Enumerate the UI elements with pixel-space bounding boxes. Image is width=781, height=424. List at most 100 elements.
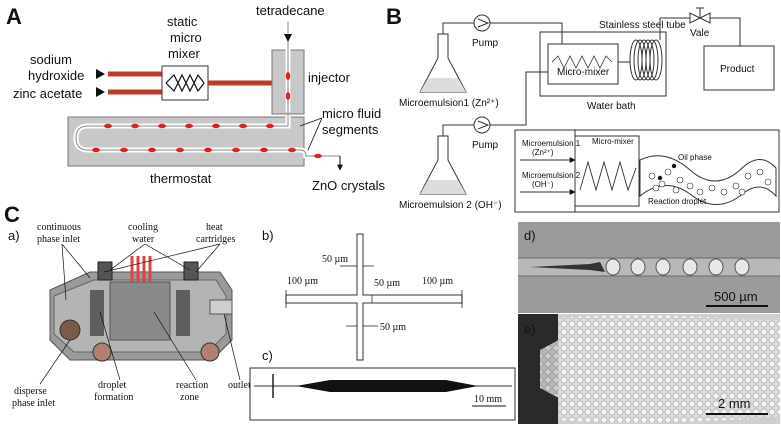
heat-label-1: heat [206, 222, 223, 233]
panel-c-letter: C [4, 202, 20, 227]
micrograph-e-funnel [540, 318, 600, 420]
reaction-channel [296, 380, 478, 392]
channel-frame [249, 367, 516, 421]
panel-cd-letter: d) [524, 228, 536, 243]
water-bath-box [539, 31, 667, 97]
naoh-arrow-icon [96, 69, 105, 79]
dim-50-top: 50 µm [322, 254, 348, 265]
segments-label-1: micro fluid [322, 106, 381, 121]
tube-outline [75, 110, 340, 157]
panel-b: B Microemulsion1 (Zn²⁺) Pump Water bath … [386, 4, 780, 213]
injector-segment [285, 92, 291, 100]
line-flask1-pump [442, 22, 474, 34]
dimension-lines [285, 265, 463, 327]
inset-droplets [648, 168, 772, 196]
segments-pointer [299, 117, 323, 127]
valve-label: Vale [690, 28, 710, 39]
panel-a-letter: A [6, 4, 22, 29]
static-mixer-box [161, 65, 209, 101]
dim-100-left: 100 µm [287, 276, 318, 287]
panel-a: A sodium hydroxide zinc acetate static [6, 3, 385, 193]
flask-1-liquid [420, 78, 466, 92]
reaction-label-1: reaction [176, 380, 208, 391]
cross-junction [285, 233, 463, 361]
reaction-droplet-marker [657, 175, 663, 181]
photo-leader-lines [39, 243, 241, 385]
product-label: ZnO crystals [312, 178, 385, 193]
me1-label: Microemulsion1 (Zn²⁺) [399, 98, 499, 109]
flask-2-liquid [420, 180, 466, 194]
disperse-label-2: phase inlet [12, 398, 55, 409]
mixer-label-3: mixer [168, 46, 200, 61]
dim-50-mid: 50 µm [374, 278, 400, 289]
inset-me2-label-2: (OH⁻) [532, 180, 554, 189]
reaction-label-2: zone [180, 392, 199, 403]
dim-50-bottom: 50 µm [380, 322, 406, 333]
oil-phase-label: Oil phase [678, 153, 712, 162]
thermostat-label: thermostat [150, 171, 212, 186]
inset-me2-label-1: Microemulsion 2 [522, 171, 581, 180]
droplet-label-1: droplet [98, 380, 127, 391]
reaction-droplet-label: Reaction droplet [648, 197, 707, 206]
inset-me1-label-2: (Zn²⁺) [532, 148, 554, 157]
steel-tube-label: Stainless steel tube [599, 20, 686, 31]
dim-100-right: 100 µm [422, 276, 453, 287]
naoh-label-1: sodium [30, 52, 72, 67]
product-box [703, 45, 775, 91]
panel-ce-letter: e) [524, 322, 536, 337]
injector-segment [285, 72, 291, 80]
disperse-label-1: disperse [14, 386, 47, 397]
scale-label-e: 2 mm [718, 396, 751, 411]
panel-ca-letter: a) [8, 228, 20, 243]
micromixer-label: Micro-mixer [557, 67, 610, 78]
mixer-label-1: static [167, 14, 198, 29]
fluid-segments [92, 123, 322, 159]
water-bath-label: Water bath [587, 101, 636, 112]
panel-c: C a) continuous phase inlet cooling wate… [4, 202, 780, 424]
scale-label-c: 10 mm [474, 394, 502, 405]
cooling-label-2: water [132, 234, 155, 245]
continuous-label-1: continuous [37, 222, 81, 233]
panel-b-letter: B [386, 4, 402, 29]
mixer-label-2: micro [170, 30, 202, 45]
naoh-label-2: hydroxide [28, 68, 84, 83]
micrograph-e-bubbles [558, 315, 780, 423]
panel-cb-letter: b) [262, 228, 274, 243]
panel-cc-letter: c) [262, 348, 273, 363]
valve-icon [689, 7, 711, 24]
pump-2-arrow [477, 120, 490, 130]
micromixer-channel-icon [551, 55, 613, 69]
inset-mixer-label: Micro-mixer [592, 137, 634, 146]
product-label-b: Product [720, 64, 755, 75]
line-pump1-mixer [490, 22, 563, 44]
droplet-label-2: formation [94, 392, 133, 403]
steel-coil-icon [629, 39, 663, 81]
micromixer-box [547, 43, 619, 85]
scale-label-d: 500 µm [714, 289, 758, 304]
inset-mixer-box [574, 135, 640, 207]
micrograph-d-nozzle [530, 262, 605, 272]
continuous-label-2: phase inlet [37, 234, 80, 245]
oil-phase-marker [671, 163, 677, 169]
heat-label-2: cartridges [196, 234, 236, 245]
line-flask2-pump [442, 124, 474, 136]
segments-pointer [307, 117, 323, 151]
injector-label: injector [308, 70, 351, 85]
cooling-label-1: cooling [128, 222, 158, 233]
segments-label-2: segments [322, 122, 379, 137]
device-photo [49, 256, 233, 362]
tetradecane-arrow-icon [284, 34, 292, 42]
zinc-arrow-icon [96, 87, 105, 97]
pump-1-arrow [477, 18, 490, 28]
tetradecane-label: tetradecane [256, 3, 325, 18]
inset-me1-label-1: Microemulsion 1 [522, 139, 581, 148]
pump-1-label: Pump [472, 38, 499, 49]
pump-2-label: Pump [472, 140, 499, 151]
zinc-label: zinc acetate [13, 86, 82, 101]
inset-mixer-zigzag [579, 160, 637, 192]
mixer-zigzag-icon [165, 73, 205, 93]
outlet-label: outlet [228, 380, 251, 391]
micrograph-d-droplets [605, 258, 750, 276]
line-pump2-mixer [490, 71, 548, 126]
